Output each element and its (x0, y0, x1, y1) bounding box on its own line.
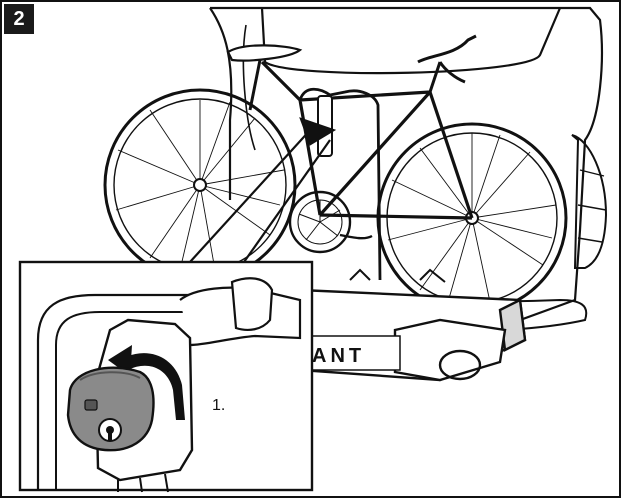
bicycle-back (103, 44, 303, 282)
lock-icon (66, 366, 155, 452)
inset-detail-panel (18, 260, 314, 493)
step-badge: 2 (4, 4, 34, 34)
callout-label: 1. (212, 397, 225, 414)
zoom-connector (189, 117, 337, 263)
brand-text: ANT (312, 345, 365, 367)
